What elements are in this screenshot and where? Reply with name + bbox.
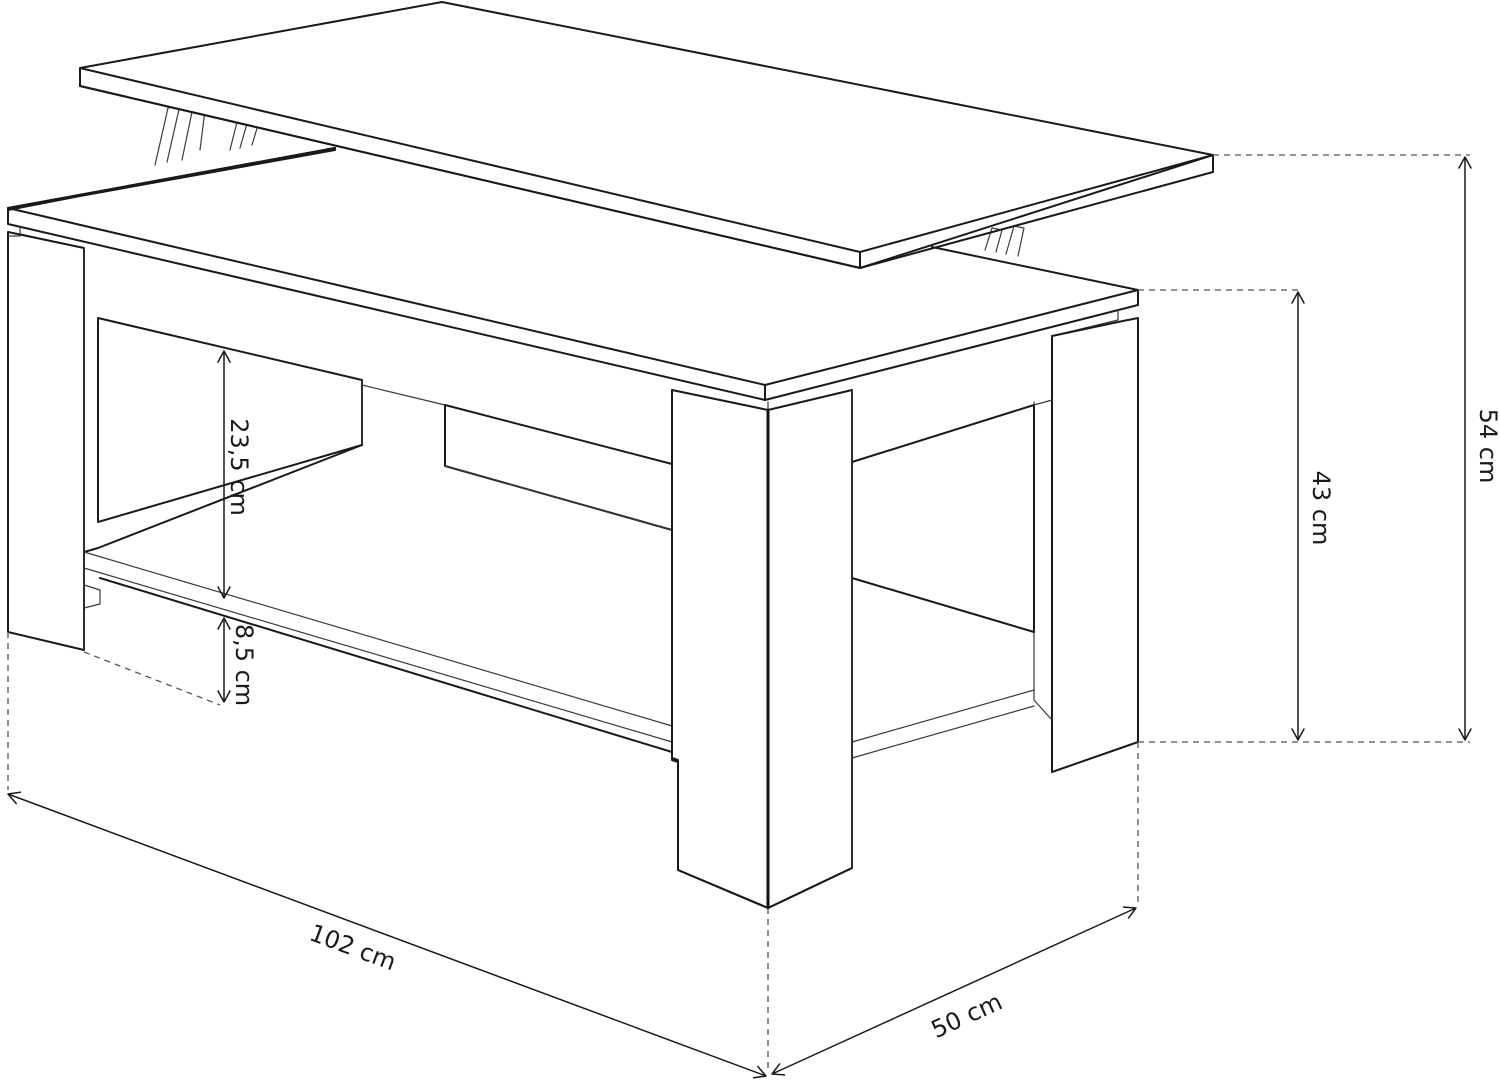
dim-line-depth xyxy=(771,906,1137,1076)
label-width: 102 cm xyxy=(306,919,400,977)
coffee-table xyxy=(7,1,1214,910)
label-shelf-clearance: 8,5 cm xyxy=(230,624,258,706)
leg-front-right xyxy=(671,389,853,910)
extension-lines xyxy=(7,154,1470,1072)
lift-top xyxy=(79,1,1214,269)
table-top xyxy=(7,147,1139,411)
leg-front-left xyxy=(7,231,101,651)
dimension-lines xyxy=(7,156,1472,1079)
label-height-closed: 43 cm xyxy=(1307,471,1335,546)
dim-line-width xyxy=(7,791,767,1079)
label-depth: 50 cm xyxy=(927,987,1007,1043)
label-upper-opening: 23,5 cm xyxy=(225,418,253,516)
label-height-lifted: 54 cm xyxy=(1474,409,1500,484)
dimension-labels: 54 cm 43 cm 23,5 cm 8,5 cm 102 cm 50 cm xyxy=(225,409,1500,1044)
lower-shelf xyxy=(83,444,1035,759)
leg-back-right xyxy=(1033,317,1139,773)
